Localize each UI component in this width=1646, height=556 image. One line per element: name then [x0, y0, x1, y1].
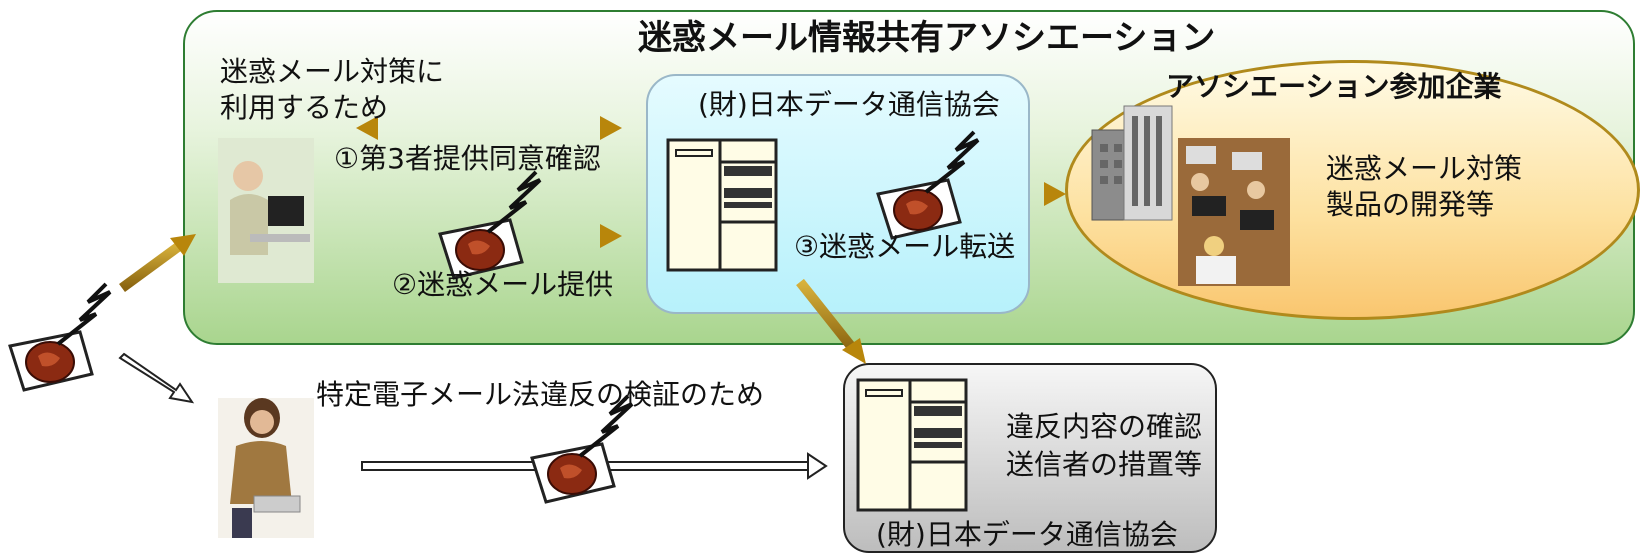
spam-mail-icon: [876, 130, 980, 240]
consumer-caption-line1: 迷惑メール対策に: [220, 55, 445, 88]
provide-label: ②迷惑メール提供: [392, 268, 614, 301]
consent-arrow: [356, 116, 622, 140]
jadac-bottom-label: (財)日本データ通信協会: [876, 518, 1178, 551]
jadac-bottom-desc-line2: 送信者の措置等: [1006, 448, 1203, 481]
server-icon: [666, 138, 778, 272]
verify-caption: 特定電子メール法違反の検証のため: [316, 378, 765, 411]
consent-label: ①第3者提供同意確認: [334, 142, 601, 175]
jadac-top-label: (財)日本データ通信協会: [698, 88, 1000, 121]
members-desc-line1: 迷惑メール対策: [1326, 152, 1523, 185]
person-photo-top: [218, 138, 314, 283]
building-icon: [1091, 105, 1173, 221]
office-photo: [1178, 138, 1290, 286]
members-title: アソシエーション参加企業: [1166, 70, 1502, 103]
server-icon: [856, 378, 968, 512]
to-consumer-arrow: [119, 234, 196, 293]
forward-label: ③迷惑メール転送: [794, 230, 1016, 263]
jadac-bottom-desc-line1: 違反内容の確認: [1006, 410, 1203, 443]
to-person-bottom-arrow: [118, 352, 195, 404]
spam-mail-icon: [438, 170, 542, 280]
members-desc-line2: 製品の開発等: [1326, 188, 1495, 221]
person-photo-bottom: [218, 398, 314, 538]
to-jadac-bottom-arrow: [796, 278, 866, 364]
association-title: 迷惑メール情報共有アソシエーション: [638, 18, 1216, 58]
spam-mail-icon: [8, 282, 112, 392]
spam-mail-icon: [530, 394, 634, 504]
consumer-caption-line2: 利用するため: [220, 91, 389, 124]
